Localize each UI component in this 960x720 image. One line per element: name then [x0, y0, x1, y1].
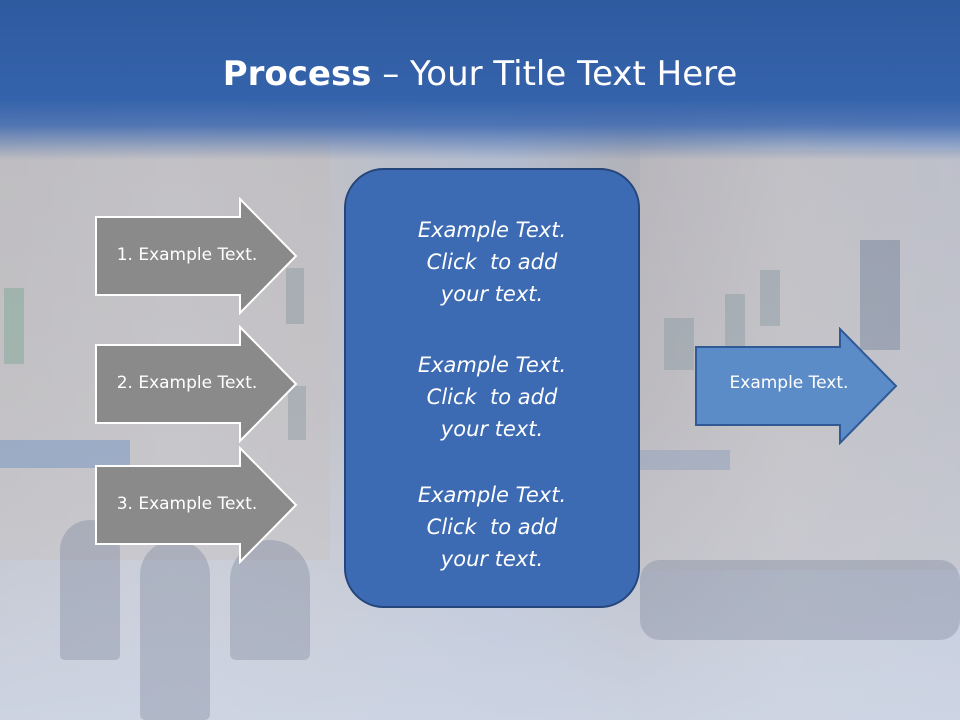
- process-arrow-1[interactable]: 1. Example Text.: [94, 197, 298, 315]
- arrow-label-2: 2. Example Text.: [116, 373, 258, 393]
- process-arrow-3[interactable]: 3. Example Text.: [94, 446, 298, 564]
- arrow-shape-icon: [695, 326, 898, 446]
- text-line: Click to add: [426, 250, 558, 274]
- slide-title: Process – Your Title Text Here: [0, 52, 960, 96]
- text-line: Click to add: [426, 515, 558, 539]
- text-block-3[interactable]: Example Text. Click to add your text.: [346, 479, 638, 575]
- process-arrow-2[interactable]: 2. Example Text.: [94, 325, 298, 443]
- result-arrow-label: Example Text.: [729, 373, 849, 393]
- text-line: Example Text.: [417, 353, 567, 377]
- text-line: Example Text.: [417, 483, 567, 507]
- slide-header: [0, 0, 960, 160]
- text-line: Click to add: [426, 385, 558, 409]
- arrow-shape-icon: [95, 197, 298, 315]
- arrow-label-1: 1. Example Text.: [116, 245, 258, 265]
- text-block-1[interactable]: Example Text. Click to add your text.: [346, 214, 638, 310]
- arrow-shape-icon: [95, 325, 298, 443]
- text-line: your text.: [440, 417, 544, 441]
- text-line: your text.: [440, 547, 544, 571]
- text-line: your text.: [440, 282, 544, 306]
- title-bold: Process: [222, 54, 372, 94]
- arrow-shape-icon: [95, 446, 298, 564]
- arrow-label-3: 3. Example Text.: [116, 494, 258, 514]
- result-arrow[interactable]: Example Text.: [694, 326, 898, 446]
- center-text-box[interactable]: Example Text. Click to add your text. Ex…: [344, 168, 640, 608]
- text-block-2[interactable]: Example Text. Click to add your text.: [346, 349, 638, 445]
- title-rest: – Your Title Text Here: [371, 54, 738, 94]
- text-line: Example Text.: [417, 218, 567, 242]
